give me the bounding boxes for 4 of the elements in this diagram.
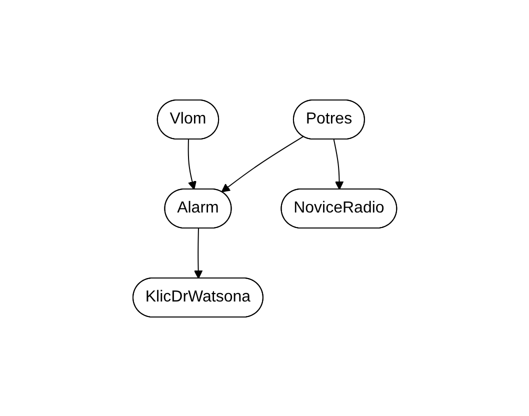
arrow: [332, 138, 344, 190]
arrow: [194, 228, 202, 278]
arrow: [220, 136, 304, 192]
arrow: [187, 138, 196, 190]
